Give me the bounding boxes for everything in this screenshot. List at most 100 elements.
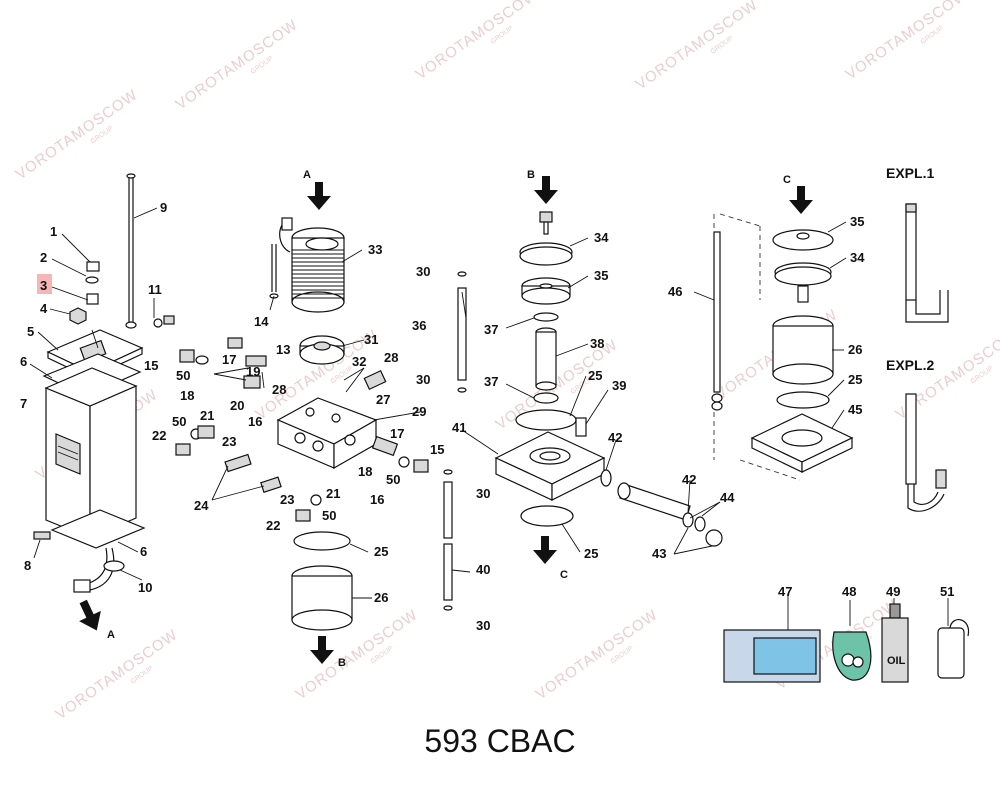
part-label-18a: 18: [180, 388, 194, 403]
part-label-34b: 34: [850, 250, 865, 265]
part-label-43: 43: [652, 546, 666, 561]
svg-text:VOROTAMOSCOW: VOROTAMOSCOW: [13, 86, 142, 183]
part-label-22a: 22: [152, 428, 166, 443]
part-label-31: 31: [364, 332, 378, 347]
expl-2-figure: [905, 393, 947, 512]
part-label-1: 1: [50, 224, 57, 239]
cylinder-group: [443, 211, 723, 611]
flow-arrow-b-bottom: B: [310, 636, 346, 669]
part-label-37a: 37: [484, 322, 498, 337]
part-label-47: 47: [778, 584, 792, 599]
expl-1-label: EXPL.1: [886, 165, 934, 181]
part-label-25d: 25: [848, 372, 862, 387]
part-label-15a: 15: [144, 358, 158, 373]
part-label-50a: 50: [176, 368, 190, 383]
part-label-32: 32: [352, 354, 366, 369]
part-label-6: 6: [20, 354, 27, 369]
part-label-27: 27: [376, 392, 390, 407]
part-label-24: 24: [194, 498, 209, 513]
svg-text:VOROTAMOSCOW: VOROTAMOSCOW: [413, 0, 542, 83]
svg-text:VOROTAMOSCOW: VOROTAMOSCOW: [633, 0, 762, 93]
part-label-33: 33: [368, 242, 382, 257]
svg-text:VOROTAMOSCOW: VOROTAMOSCOW: [53, 626, 182, 723]
part-label-26a: 26: [374, 590, 388, 605]
svg-text:VOROTAMOSCOW: VOROTAMOSCOW: [173, 16, 302, 113]
part-label-6b: 6: [140, 544, 147, 559]
part-label-17a: 17: [222, 352, 236, 367]
part-label-29: 29: [412, 404, 426, 419]
part-label-50d: 50: [386, 472, 400, 487]
part-label-21b: 21: [326, 486, 340, 501]
expl-1-figure: [905, 203, 949, 323]
svg-text:C: C: [783, 174, 791, 186]
flow-arrow-c-bottom: C: [533, 536, 568, 581]
part-label-25c: 25: [584, 546, 598, 561]
part-label-51: 51: [940, 584, 954, 599]
part-label-30d: 30: [476, 618, 490, 633]
part-label-17b: 17: [390, 426, 404, 441]
part-label-16b: 16: [370, 492, 384, 507]
part-label-25a: 25: [374, 544, 388, 559]
svg-text:B: B: [338, 657, 346, 669]
part-label-30c: 30: [476, 486, 490, 501]
expl-2-label: EXPL.2: [886, 357, 934, 373]
part-label-38: 38: [590, 336, 604, 351]
part-label-13: 13: [276, 342, 290, 357]
svg-text:A: A: [303, 169, 311, 181]
part-label-44: 44: [720, 490, 735, 505]
part-label-34a: 34: [594, 230, 609, 245]
part-label-35a: 35: [594, 268, 608, 283]
part-label-22b: 22: [266, 518, 280, 533]
part-label-15b: 15: [430, 442, 444, 457]
part-label-21a: 21: [200, 408, 214, 423]
part-label-42a: 42: [608, 430, 622, 445]
part-label-48: 48: [842, 584, 856, 599]
svg-text:VOROTAMOSCOW: VOROTAMOSCOW: [843, 0, 972, 83]
flow-arrow-a-top: A: [303, 169, 331, 210]
part-label-45: 45: [848, 402, 862, 417]
diagram-title: 593 CBAC: [424, 723, 575, 759]
part-label-49: 49: [886, 584, 900, 599]
part-label-23b: 23: [280, 492, 294, 507]
part-label-2: 2: [40, 250, 47, 265]
part-label-20: 20: [230, 398, 244, 413]
flow-arrow-b-top: B: [527, 169, 558, 204]
svg-text:B: B: [527, 169, 535, 181]
part-label-16a: 16: [248, 414, 262, 429]
svg-text:VOROTAMOSCOW: VOROTAMOSCOW: [533, 606, 662, 703]
kit-items: OIL: [723, 603, 970, 683]
tank-group: [711, 213, 854, 481]
part-label-37b: 37: [484, 374, 498, 389]
part-label-11: 11: [148, 282, 162, 297]
motor-housing-group: [33, 173, 146, 593]
part-label-42b: 42: [682, 472, 696, 487]
motor-group: [153, 217, 429, 631]
highlight-part-3: [37, 274, 52, 294]
part-label-3: 3: [40, 278, 47, 293]
part-label-50c: 50: [322, 508, 336, 523]
part-label-30a: 30: [416, 264, 430, 279]
part-labels: 1 2 3 4 5 6 7 8 6 10 9 11 14 13 15 50 17…: [20, 165, 954, 633]
part-label-50b: 50: [172, 414, 186, 429]
part-label-36: 36: [412, 318, 426, 333]
flow-arrow-a-bottom: A: [79, 599, 115, 641]
part-label-5: 5: [27, 324, 34, 339]
part-label-30b: 30: [416, 372, 430, 387]
part-label-19: 19: [246, 364, 260, 379]
svg-text:C: C: [560, 569, 568, 581]
part-label-28b: 28: [384, 350, 398, 365]
part-label-9: 9: [160, 200, 167, 215]
part-label-25b: 25: [588, 368, 602, 383]
flow-arrow-c-top: C: [783, 174, 813, 214]
part-label-35b: 35: [850, 214, 864, 229]
part-label-10: 10: [138, 580, 152, 595]
part-label-28a: 28: [272, 382, 286, 397]
